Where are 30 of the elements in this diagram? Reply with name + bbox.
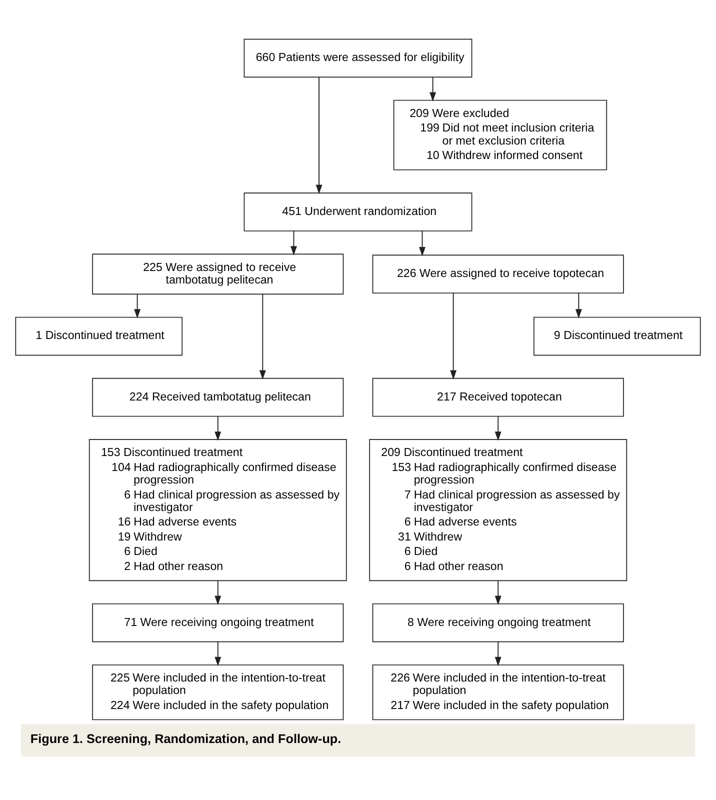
arrow (494, 641, 502, 666)
node-box: 8 Were receiving ongoing treatment (372, 603, 624, 642)
arrow (494, 416, 502, 441)
node-box: 209 Discontinued treatment 153 Had radiographically confirmed disease progression 7 Had clinical progression as assessed by investigator 6 Had adverse events 31 Withdrew 6 Died 6 Had other reason (369, 439, 628, 582)
node-box: 224 Received tambotatug pelitecan (92, 378, 344, 417)
node-box: 226 Were included in the intention-to-treat population 217 Were included in the safety population (372, 664, 624, 720)
arrow (494, 580, 502, 606)
node-box: 1 Discontinued treatment (15, 316, 183, 356)
arrow (134, 294, 141, 318)
arrow (316, 76, 322, 194)
arrow (259, 294, 266, 380)
arrow (575, 292, 582, 318)
node-box: 660 Patients were assessed for eligibility (244, 38, 472, 78)
arrow (214, 641, 222, 666)
node-box: 451 Underwent randomization (244, 192, 472, 232)
arrow (290, 230, 297, 256)
arrow (214, 416, 222, 441)
arrow (450, 292, 457, 380)
node-box: 71 Were receiving ongoing treatment (92, 603, 344, 642)
node-box: 217 Received topotecan (372, 378, 624, 417)
node-box: 209 Were excluded 199 Did not meet inclusion criteria or met exclusion criteria 10 Withdrew informed consent (393, 100, 608, 170)
node-box: 225 Were assigned to receive tambotatug pelitecan (92, 254, 344, 295)
arrow (419, 230, 426, 256)
node-box: 153 Discontinued treatment 104 Had radiographically confirmed disease progression 6 Had clinical progression as assessed by investigator 16 Had adverse events 19 Withdrew 6 Died 2 Had other reason (88, 439, 347, 582)
arrow (214, 580, 222, 606)
caption: Figure 1. Screening, Randomization, and Follow-up. (30, 732, 342, 746)
node-box: 9 Discontinued treatment (533, 316, 701, 356)
node-box: 226 Were assigned to receive topotecan (372, 254, 624, 294)
node-box: 225 Were included in the intention-to-treat population 224 Were included in the safety population (92, 664, 344, 720)
arrow (430, 76, 436, 102)
